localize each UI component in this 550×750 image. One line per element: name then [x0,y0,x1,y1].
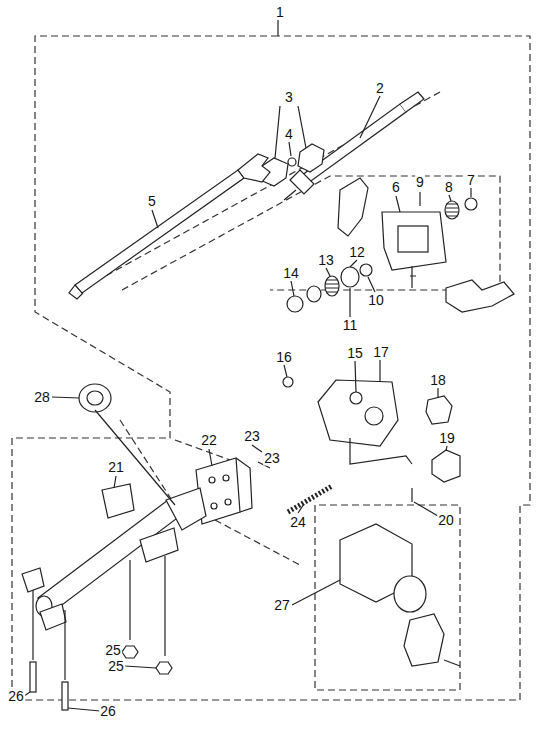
callout-number: 26 [7,689,25,704]
callout-number: 17 [372,345,390,360]
callout-number: 14 [282,266,300,281]
callout-number: 4 [284,127,294,142]
callout-number: 25 [107,659,125,674]
callout-number: 15 [346,346,364,361]
callout-number: 19 [438,431,456,446]
callout-number: 20 [437,513,455,528]
callout-number: 1 [275,5,285,20]
callout-number: 8 [444,180,454,195]
callout-number: 3 [284,90,294,105]
callout-number: 23 [243,429,261,444]
callout-number: 23 [263,451,281,466]
callout-number: 27 [273,598,291,613]
callout-number: 12 [348,245,366,260]
callout-number: 9 [415,175,425,190]
callout-number: 10 [367,293,385,308]
callout-number: 26 [99,704,117,719]
callout-number: 7 [466,173,476,188]
callout-number: 24 [289,515,307,530]
callout-number: 11 [342,318,359,333]
callout-number: 5 [147,194,157,209]
callout-number: 13 [317,253,335,268]
callout-number: 6 [391,180,401,195]
callout-number: 16 [275,350,293,365]
callout-number: 21 [107,460,125,475]
callout-number: 25 [104,643,122,658]
callout-number: 18 [429,373,447,388]
callout-number: 22 [200,433,218,448]
callout-number: 2 [375,81,385,96]
callout-number: 28 [33,390,51,405]
